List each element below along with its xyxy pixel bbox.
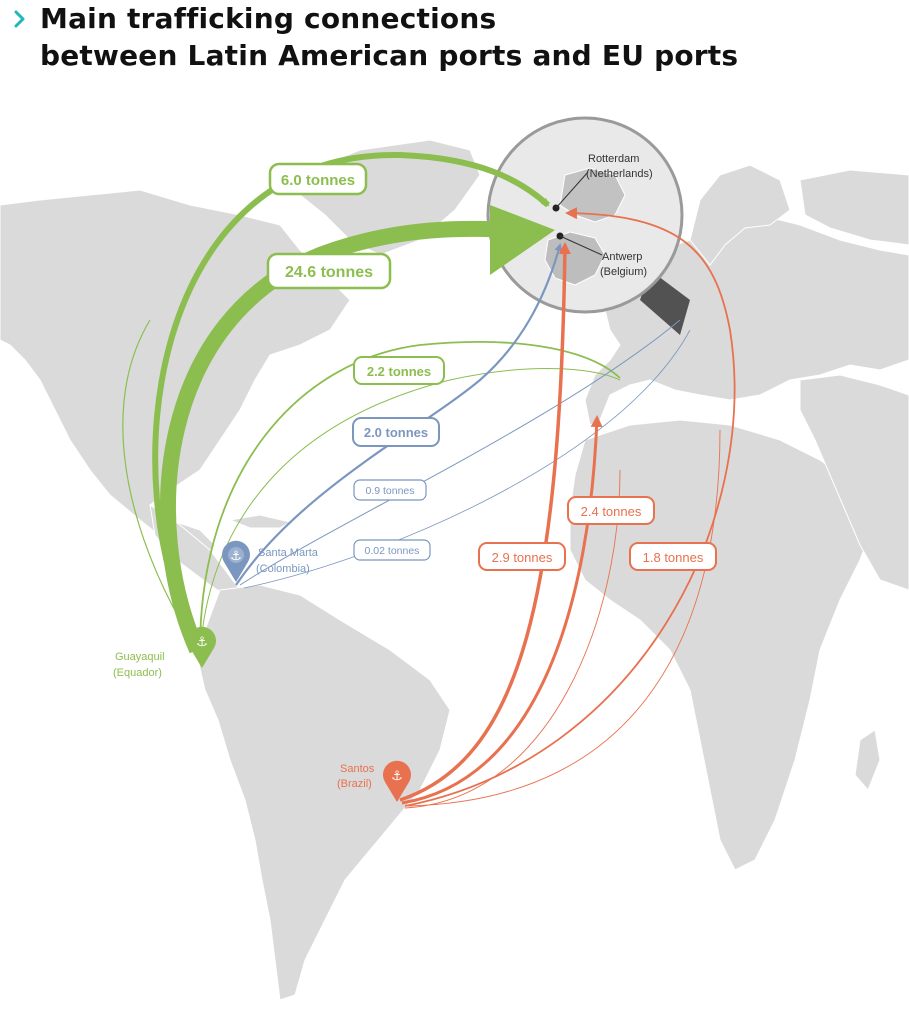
svg-text:24.6 tonnes: 24.6 tonnes: [285, 264, 373, 281]
flow-gy-antwerp: [160, 220, 516, 654]
pin-santa-marta[interactable]: ⚓: [222, 540, 251, 582]
svg-text:2.2 tonnes: 2.2 tonnes: [367, 364, 431, 379]
flow-gy-antwerp-thin: [122, 319, 198, 649]
anchor-icon: ⚓: [196, 635, 208, 650]
madagascar: [854, 729, 881, 791]
flow-st-extra1: [404, 469, 621, 809]
cuba: [228, 514, 292, 529]
svg-text:2.9 tonnes: 2.9 tonnes: [492, 550, 553, 565]
guayaquil-name: Guayaquil: [115, 651, 165, 663]
flow-st-antwerp: [399, 242, 571, 802]
label-sm-north2: 0.02 tonnes: [353, 539, 431, 561]
label-gy-iberia: 2.2 tonnes: [353, 356, 445, 385]
svg-text:2.4 tonnes: 2.4 tonnes: [581, 504, 642, 519]
south-america: [197, 584, 451, 1001]
anchor-icon: ⚓: [230, 549, 242, 564]
flow-sm-north2: [243, 329, 691, 589]
flow-st-iberia: [401, 415, 603, 805]
flow-gy-iberia: [199, 341, 621, 651]
flows-colombia: [235, 243, 691, 589]
label-sm-north: 0.9 tonnes: [353, 479, 427, 501]
santa-marta-country: (Colombia): [256, 563, 310, 575]
svg-text:2.0 tonnes: 2.0 tonnes: [364, 425, 428, 440]
africa: [569, 419, 876, 871]
page-title: Main trafficking connections between Lat…: [14, 0, 894, 74]
flow-sm-north: [239, 319, 681, 586]
antwerp-country: (Belgium): [600, 266, 647, 278]
label-st-iberia: 2.4 tonnes: [567, 496, 655, 525]
label-sm-antwerp: 2.0 tonnes: [352, 417, 440, 447]
flow-labels: 6.0 tonnes 24.6 tonnes 2.2 tonnes 2.0 to…: [266, 162, 717, 571]
anchor-icon: ⚓: [391, 769, 403, 784]
svg-text:0.02 tonnes: 0.02 tonnes: [365, 545, 420, 557]
flow-gy-rotterdam: [152, 151, 550, 647]
scandinavia: [689, 164, 791, 266]
flows-ecuador: [122, 151, 621, 654]
title-line-2: between Latin American ports and EU port…: [40, 39, 739, 72]
label-st-antwerp: 2.9 tonnes: [478, 542, 566, 571]
santos-name: Santos: [340, 763, 375, 775]
rotterdam-name: Rotterdam: [588, 153, 639, 165]
santa-marta-name: Santa Marta: [258, 547, 319, 559]
flows-brazil: [399, 207, 736, 809]
label-st-rotterdam: 1.8 tonnes: [629, 542, 717, 571]
landmasses: [0, 139, 909, 1001]
rotterdam-country: (Netherlands): [586, 168, 653, 180]
chevron-right-icon: [14, 10, 25, 28]
svg-text:6.0 tonnes: 6.0 tonnes: [281, 172, 355, 189]
santos-country: (Brazil): [337, 778, 372, 790]
antwerp-name: Antwerp: [602, 251, 642, 263]
northern-asia: [799, 169, 909, 246]
svg-text:0.9 tonnes: 0.9 tonnes: [365, 485, 414, 497]
flow-st-extra2: [407, 429, 721, 807]
antwerp-leader: [559, 235, 603, 256]
label-gy-antwerp: 24.6 tonnes: [266, 252, 392, 290]
flow-gy-antwerp-head: [490, 205, 555, 275]
flow-sm-antwerp: [235, 243, 563, 586]
guayaquil-country: (Equador): [113, 667, 162, 679]
label-gy-rotterdam: 6.0 tonnes: [268, 162, 368, 196]
pin-santos[interactable]: ⚓: [382, 760, 411, 802]
middle-east: [799, 374, 909, 591]
rotterdam-leader: [555, 171, 589, 209]
svg-text:1.8 tonnes: 1.8 tonnes: [643, 550, 704, 565]
flow-st-rotterdam: [404, 207, 736, 807]
title-line-1: Main trafficking connections: [40, 2, 497, 35]
pin-guayaquil[interactable]: ⚓: [188, 626, 217, 668]
port-labels: Rotterdam (Netherlands) Antwerp (Belgium…: [113, 153, 653, 790]
